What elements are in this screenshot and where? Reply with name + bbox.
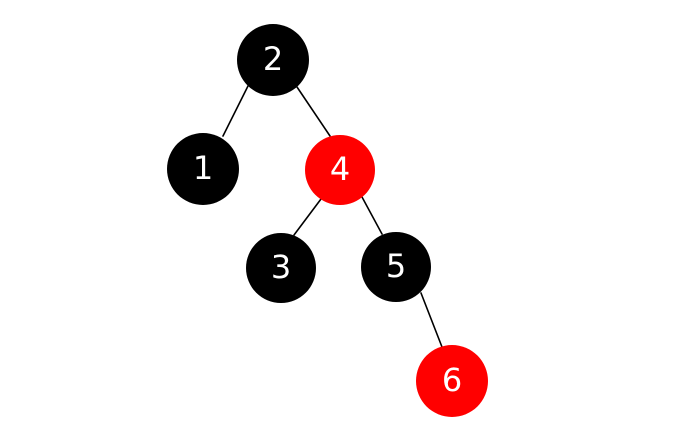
node-circle-1[interactable] — [167, 133, 239, 205]
node-label-1: 1 — [193, 149, 213, 187]
tree-node-1[interactable]: 1 — [167, 133, 239, 205]
node-label-5: 5 — [386, 247, 406, 285]
node-circle-2[interactable] — [237, 24, 309, 96]
tree-node-4[interactable]: 4 — [305, 135, 375, 205]
tree-node-3[interactable]: 3 — [246, 233, 316, 303]
node-circle-3[interactable] — [246, 233, 316, 303]
tree-node-2[interactable]: 2 — [237, 24, 309, 96]
node-circle-5[interactable] — [361, 232, 431, 302]
tree-edge-n2-n1 — [222, 85, 249, 137]
tree-node-5[interactable]: 5 — [361, 232, 431, 302]
tree-edge-n4-n5 — [361, 196, 383, 235]
node-circle-6[interactable] — [416, 345, 488, 417]
tree-node-6[interactable]: 6 — [416, 345, 488, 417]
node-circle-4[interactable] — [305, 135, 375, 205]
node-label-3: 3 — [271, 248, 291, 286]
node-label-2: 2 — [263, 40, 283, 78]
nodes-layer: 2 1 4 3 5 6 — [167, 24, 488, 417]
node-label-4: 4 — [330, 150, 350, 188]
tree-edge-n5-n6 — [420, 292, 443, 348]
node-label-6: 6 — [442, 361, 462, 399]
edges-layer — [222, 85, 443, 348]
tree-edge-n2-n4 — [296, 86, 331, 137]
tree-edge-n4-n3 — [293, 198, 322, 236]
